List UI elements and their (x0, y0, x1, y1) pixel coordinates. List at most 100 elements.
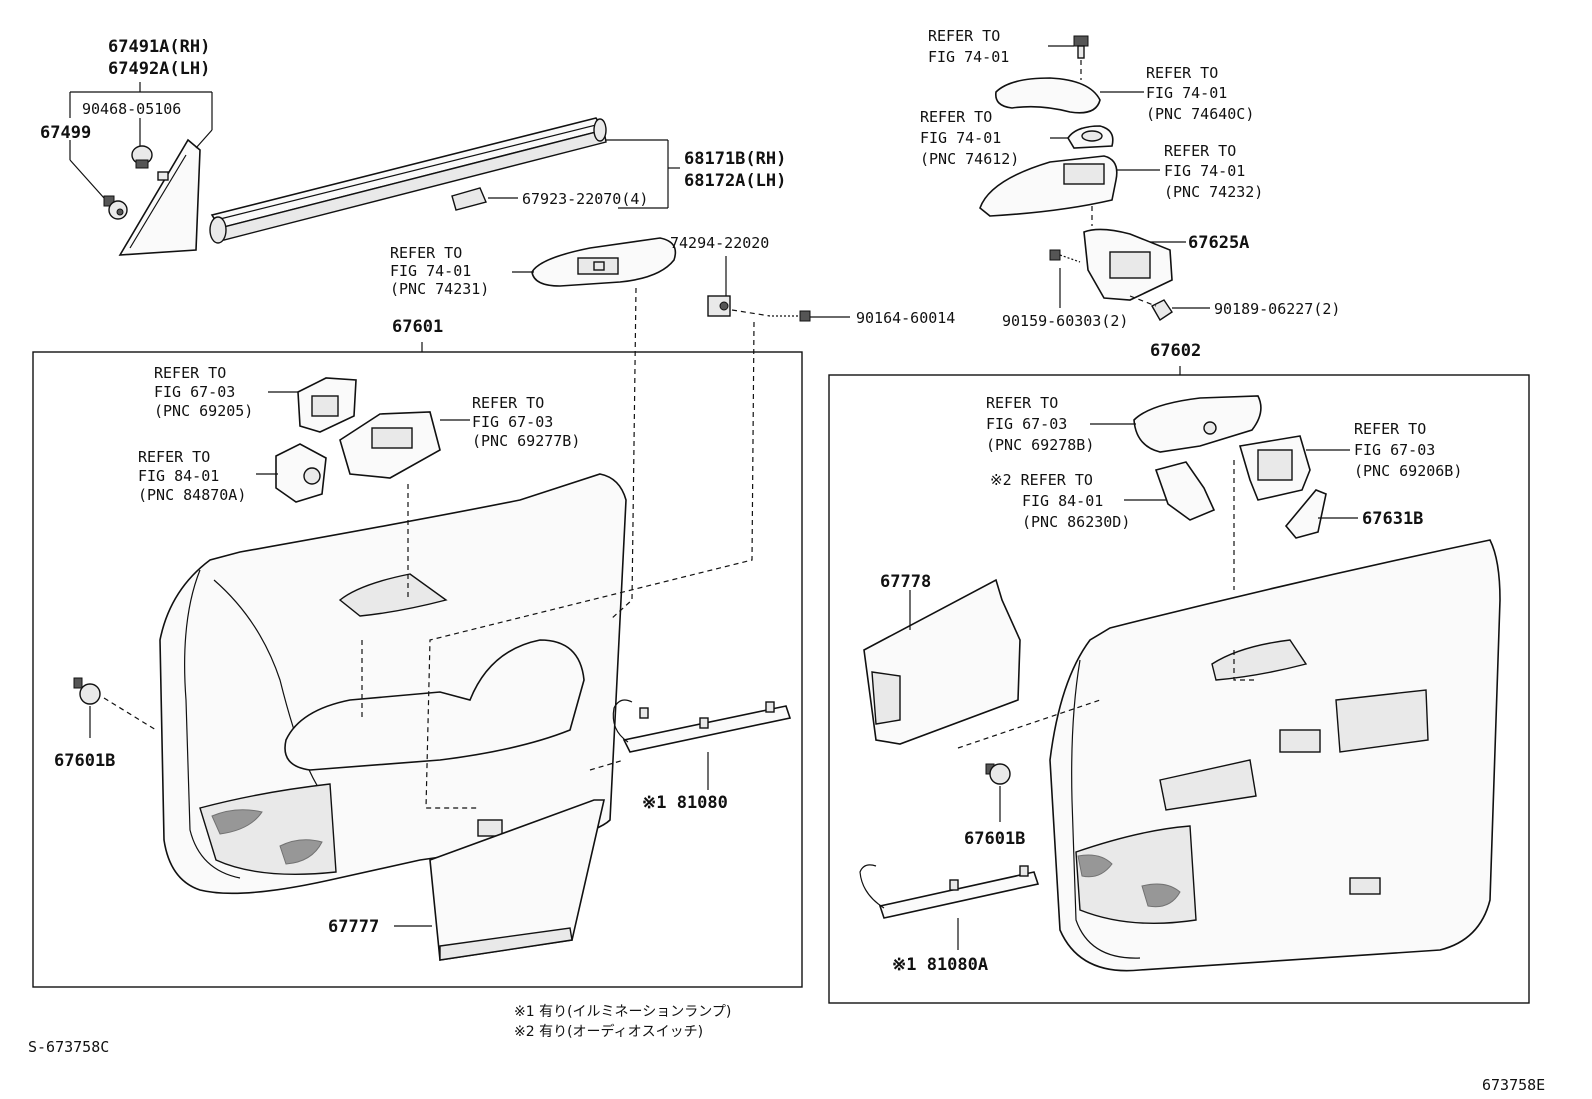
harness-81080a-part (859, 864, 1040, 919)
callout-67778: 67778 (880, 572, 931, 592)
svg-text:REFER TO: REFER TO (154, 364, 226, 382)
svg-text:REFER TO: REFER TO (1146, 64, 1218, 82)
svg-text:※2 REFER TO: ※2 REFER TO (990, 471, 1093, 489)
svg-text:FIG 67-03: FIG 67-03 (1354, 441, 1435, 459)
svg-text:(PNC 69278B): (PNC 69278B) (986, 436, 1094, 454)
clip-74294-part (707, 295, 731, 317)
callout-fig74-top: REFER TO FIG 74-01 (928, 27, 1009, 66)
svg-text:FIG 84-01: FIG 84-01 (1022, 492, 1103, 510)
callout-69278b: REFER TO FIG 67-03 (PNC 69278B) (986, 394, 1094, 454)
svg-text:FIG 74-01: FIG 74-01 (1164, 162, 1245, 180)
svg-text:(PNC 74640C): (PNC 74640C) (1146, 105, 1254, 123)
svg-text:FIG 84-01: FIG 84-01 (138, 467, 219, 485)
svg-text:FIG 74-01: FIG 74-01 (390, 262, 471, 280)
clip-67601b-left-part (73, 677, 101, 705)
callout-90159: 90159-60303(2) (1002, 312, 1128, 330)
callout-67601b-left: 67601B (54, 751, 115, 771)
callout-67499: 67499 (40, 123, 91, 143)
callout-67491a: 67491A(RH) 67492A(LH) (108, 37, 210, 79)
weatherstrip-part (209, 117, 607, 244)
svg-text:(PNC 74231): (PNC 74231) (390, 280, 489, 298)
svg-text:REFER TO: REFER TO (986, 394, 1058, 412)
callout-69205: REFER TO FIG 67-03 (PNC 69205) (154, 364, 253, 420)
switch-base-74231-part (531, 237, 677, 287)
callout-74232: REFER TO FIG 74-01 (PNC 74232) (1164, 142, 1263, 201)
switch-69205-part (297, 377, 357, 433)
callout-74640c: REFER TO FIG 74-01 (PNC 74640C) (1146, 64, 1254, 123)
bracket-67631b-part (1284, 489, 1327, 539)
callout-67601b-right: 67601B (964, 829, 1025, 849)
clip-90468-part (131, 145, 153, 169)
handle-69278b-part (1133, 395, 1262, 453)
door-garnish-part (118, 138, 201, 256)
callout-67923: 67923-22070(4) (522, 190, 648, 208)
svg-text:FIG 67-03: FIG 67-03 (472, 413, 553, 431)
svg-text:(PNC 69206B): (PNC 69206B) (1354, 462, 1462, 480)
svg-text:(PNC 69205): (PNC 69205) (154, 402, 253, 420)
diagram-code-left: S-673758C (28, 1038, 109, 1056)
switch-69277b-part (339, 411, 441, 479)
clip-67601b-right-part (985, 763, 1011, 785)
right-door-trim-panel (1049, 539, 1501, 972)
callout-67601: 67601 (392, 317, 443, 337)
callout-74231: REFER TO FIG 74-01 (PNC 74231) (390, 244, 489, 298)
callout-74294: 74294-22020 (670, 234, 769, 252)
svg-text:68171B(RH): 68171B(RH) (684, 149, 786, 169)
callout-67631b: 67631B (1362, 509, 1423, 529)
callout-81080a: ※1 81080A (892, 955, 988, 975)
svg-text:(PNC 74232): (PNC 74232) (1164, 183, 1263, 201)
callout-90189: 90189-06227(2) (1214, 300, 1340, 318)
panel-67778-part (863, 578, 1021, 745)
callout-81080: ※1 81080 (642, 793, 728, 813)
svg-text:FIG 74-01: FIG 74-01 (928, 48, 1009, 66)
panel-67777-part (429, 799, 606, 961)
svg-text:67492A(LH): 67492A(LH) (108, 59, 210, 79)
switch-base-74232-part (979, 155, 1118, 217)
screw-90159-part (1049, 249, 1081, 263)
lock-69206b-part (1238, 435, 1311, 501)
callout-86230d: ※2 REFER TO FIG 84-01 (PNC 86230D) (990, 471, 1130, 531)
callout-84870a: REFER TO FIG 84-01 (PNC 84870A) (138, 448, 246, 504)
svg-text:REFER TO: REFER TO (928, 27, 1000, 45)
svg-text:67491A(RH): 67491A(RH) (108, 37, 210, 57)
clip-67499-part (103, 195, 128, 220)
switch-84870a-part (275, 443, 327, 503)
svg-text:FIG 67-03: FIG 67-03 (986, 415, 1067, 433)
svg-text:68172A(LH): 68172A(LH) (684, 171, 786, 191)
svg-text:FIG 74-01: FIG 74-01 (1146, 84, 1227, 102)
svg-text:(PNC 74612): (PNC 74612) (920, 150, 1019, 168)
svg-text:(PNC 86230D): (PNC 86230D) (1022, 513, 1130, 531)
svg-text:REFER TO: REFER TO (472, 394, 544, 412)
clip-67923-part (451, 187, 487, 211)
callout-67777: 67777 (328, 917, 379, 937)
nut-90189-part (1151, 299, 1173, 321)
callout-67625a: 67625A (1188, 233, 1249, 253)
left-door-panel-frame (32, 351, 803, 988)
callout-69206b: REFER TO FIG 67-03 (PNC 69206B) (1354, 420, 1462, 480)
svg-text:(PNC 84870A): (PNC 84870A) (138, 486, 246, 504)
bracket-67625a-part (1083, 228, 1173, 301)
svg-text:REFER TO: REFER TO (390, 244, 462, 262)
svg-text:(PNC 69277B): (PNC 69277B) (472, 432, 580, 450)
footnote-1: ※1 有り(イルミネーションランプ) (514, 1004, 731, 1020)
svg-text:REFER TO: REFER TO (920, 108, 992, 126)
screw-90164-part (772, 310, 811, 322)
harness-81080-part (612, 699, 792, 753)
switch-86230d-part (1154, 461, 1216, 521)
left-door-trim-panel (159, 473, 627, 895)
footnote-2: ※2 有り(オーディオスイッチ) (514, 1023, 703, 1040)
callout-69277b: REFER TO FIG 67-03 (PNC 69277B) (472, 394, 580, 450)
right-door-panel-frame (828, 374, 1530, 1004)
callout-90468: 90468-05106 (82, 100, 181, 118)
svg-text:FIG 67-03: FIG 67-03 (154, 383, 235, 401)
diagram-code-right: 673758E (1482, 1076, 1545, 1094)
cover-74612-part (1067, 125, 1114, 149)
handle-74640c-part (995, 77, 1101, 114)
svg-text:REFER TO: REFER TO (1164, 142, 1236, 160)
svg-text:REFER TO: REFER TO (138, 448, 210, 466)
svg-text:REFER TO: REFER TO (1354, 420, 1426, 438)
callout-90164: 90164-60014 (856, 309, 955, 327)
callout-68171b: 68171B(RH) 68172A(LH) (684, 149, 786, 191)
svg-text:FIG 74-01: FIG 74-01 (920, 129, 1001, 147)
